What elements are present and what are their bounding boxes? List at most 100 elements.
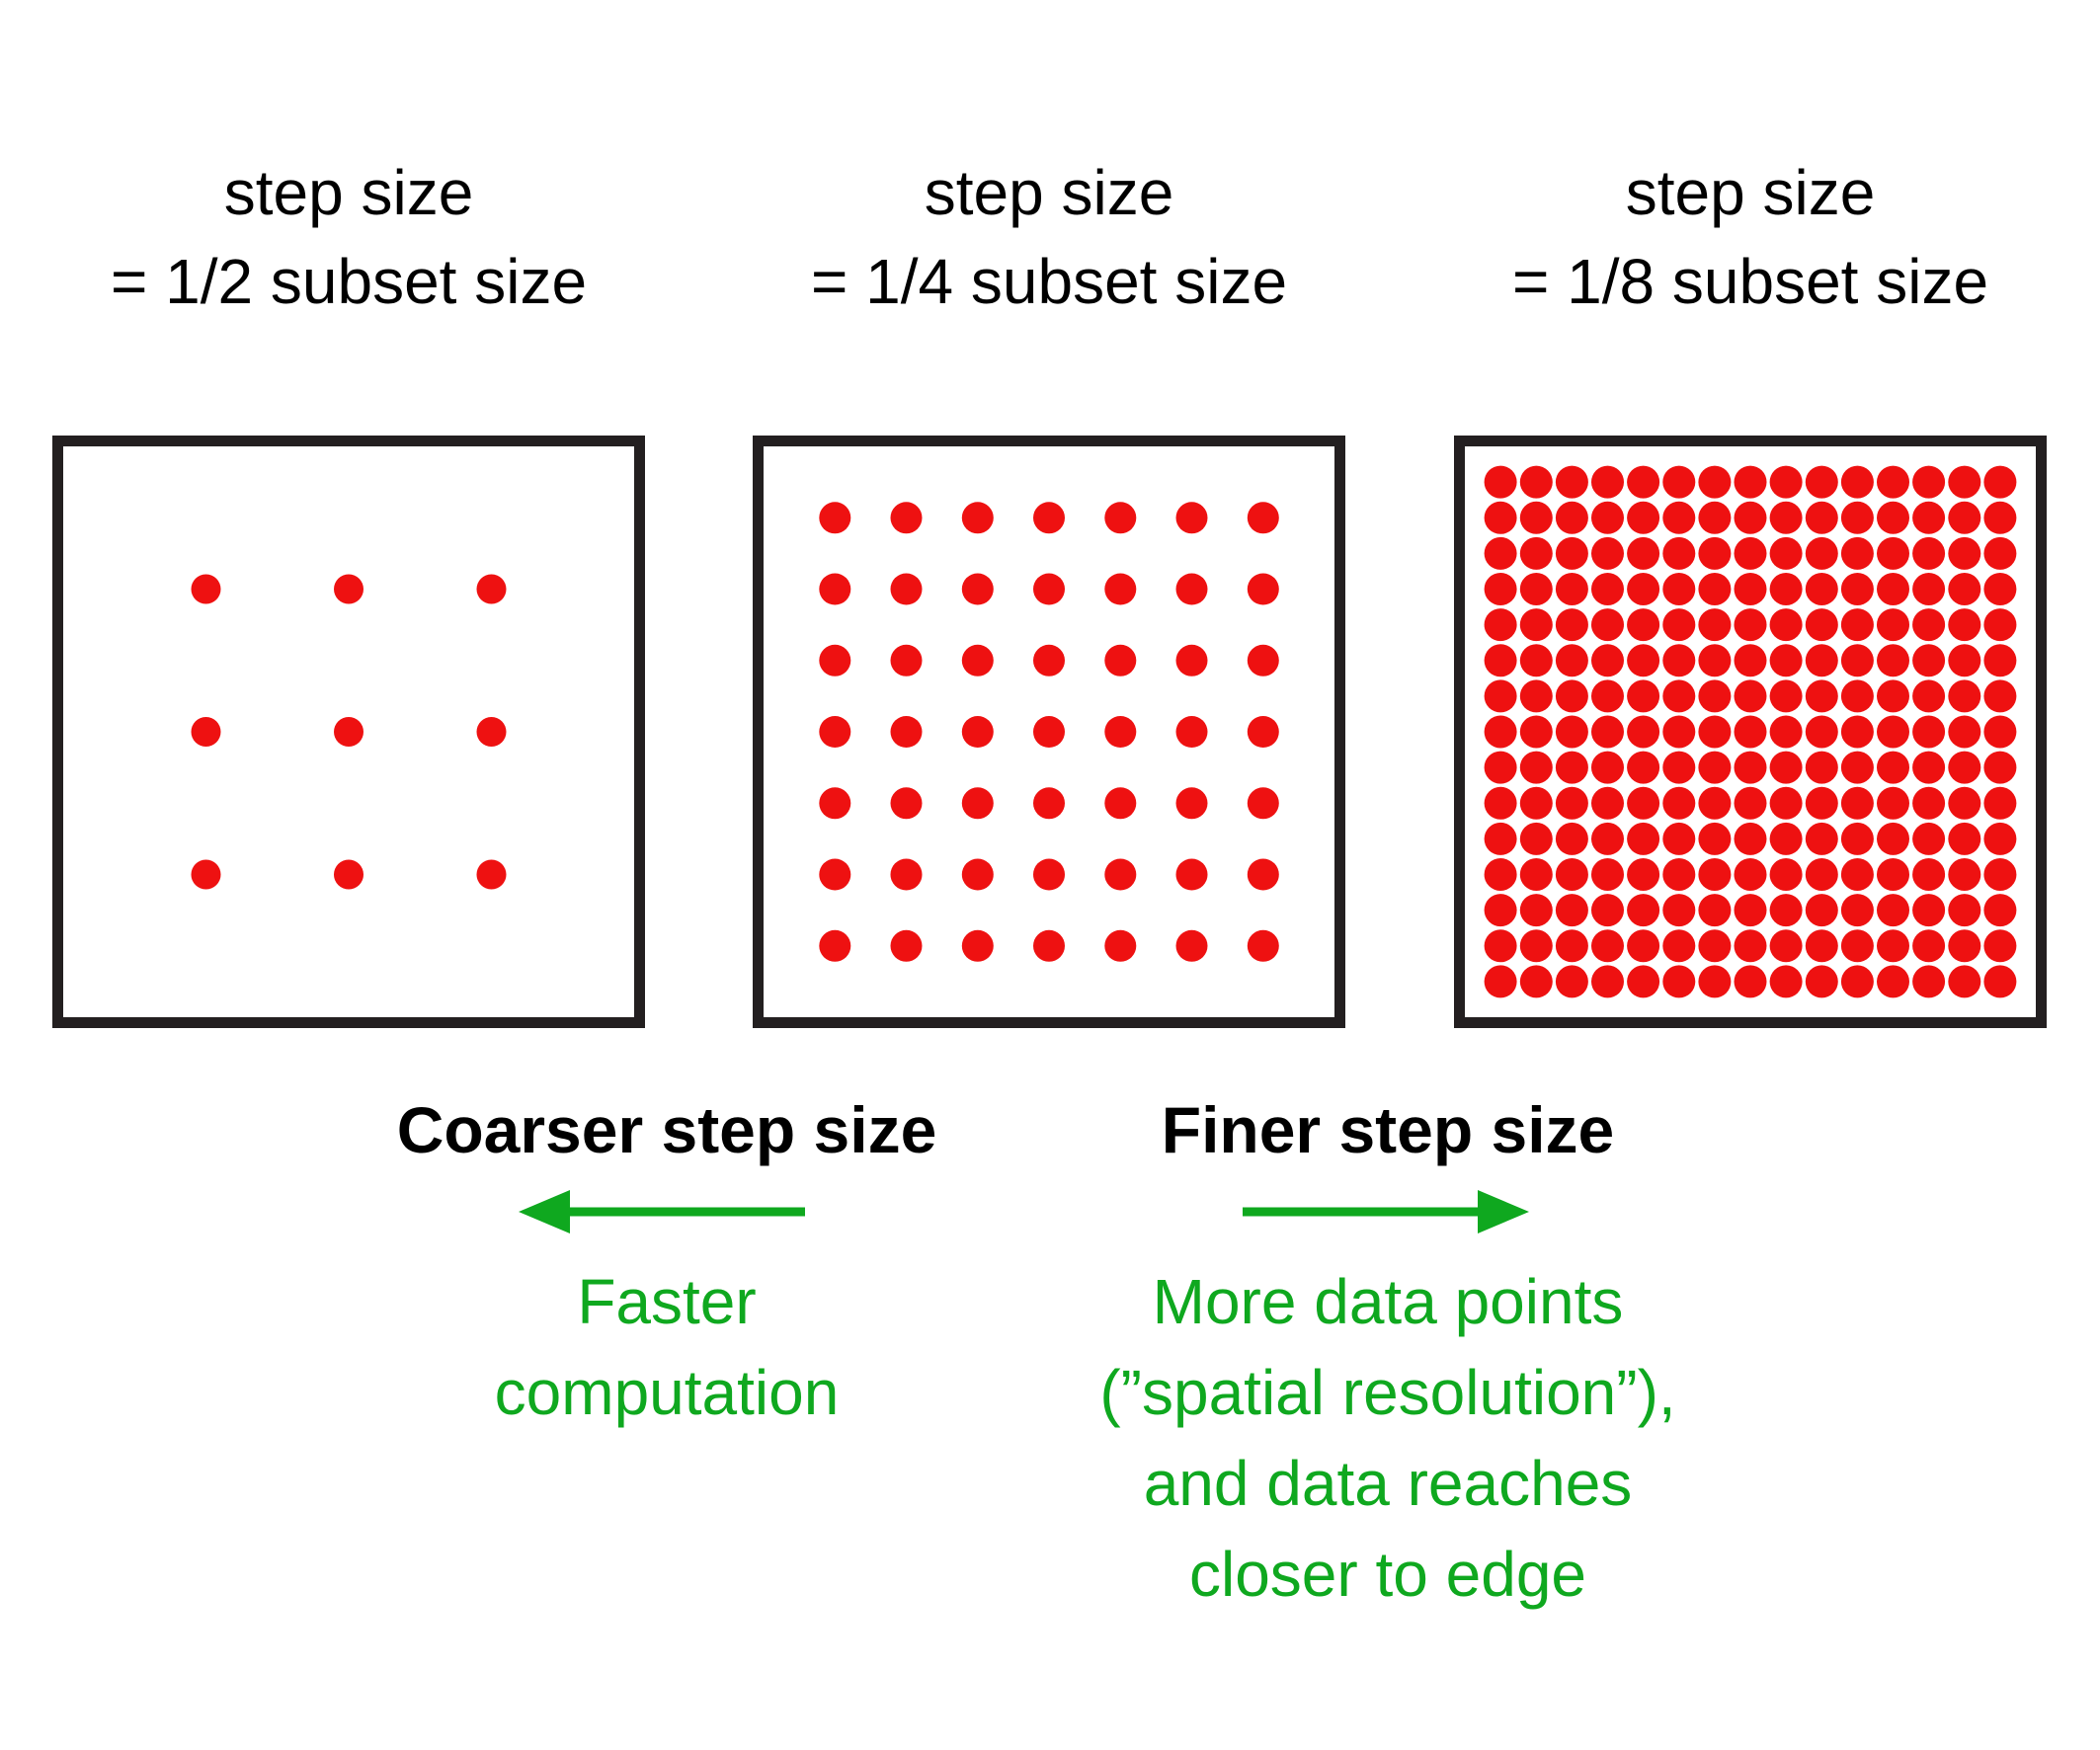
- measurement-dot: [890, 644, 923, 676]
- measurement-dot: [1912, 679, 1946, 713]
- measurement-dot: [1555, 786, 1588, 820]
- measurement-dot: [961, 644, 994, 676]
- measurement-dot: [1769, 786, 1803, 820]
- measurement-dot: [1948, 501, 1981, 534]
- measurement-dot: [819, 787, 851, 820]
- measurement-dot: [1769, 465, 1803, 499]
- finer-note-line3: and data reaches: [1143, 1448, 1633, 1519]
- measurement-dot: [1519, 786, 1553, 820]
- coarser-caption: Coarser step size: [396, 1093, 937, 1166]
- measurement-dot: [1627, 894, 1660, 927]
- panel-label-eighth: step size = 1/8 subset size: [1405, 148, 2096, 326]
- measurement-dot: [1912, 894, 1946, 927]
- measurement-dot: [1983, 929, 2017, 963]
- measurement-dot: [1698, 608, 1732, 642]
- measurement-dot: [1948, 715, 1981, 749]
- measurement-dot: [1662, 465, 1696, 499]
- finer-note-line4: closer to edge: [1188, 1539, 1587, 1610]
- right-arrow-icon: [1243, 1190, 1529, 1233]
- measurement-dot: [1627, 501, 1660, 534]
- measurement-dot: [1983, 608, 2017, 642]
- measurement-dot: [1519, 465, 1553, 499]
- measurement-dot: [1104, 644, 1137, 676]
- measurement-dot: [1555, 965, 1588, 998]
- measurement-dot: [1769, 751, 1803, 784]
- measurement-dot: [1734, 786, 1767, 820]
- measurement-dot: [819, 858, 851, 891]
- measurement-dot: [1805, 679, 1838, 713]
- measurement-dot: [1591, 608, 1624, 642]
- measurement-dot: [1519, 608, 1553, 642]
- measurement-dot: [1983, 965, 2017, 998]
- measurement-dot: [334, 859, 363, 890]
- measurement-dot: [1519, 894, 1553, 927]
- panel-label-line1: step size: [1625, 157, 1876, 228]
- measurement-dot: [1484, 679, 1517, 713]
- measurement-dot: [1247, 644, 1279, 676]
- measurement-dot: [1104, 502, 1137, 534]
- measurement-dot: [1912, 608, 1946, 642]
- measurement-dot: [1948, 573, 1981, 605]
- measurement-dot: [1698, 751, 1732, 784]
- measurement-dot: [1840, 573, 1874, 605]
- measurement-dot: [1805, 644, 1838, 677]
- measurement-dot: [1627, 715, 1660, 749]
- measurement-dot: [1555, 822, 1588, 855]
- measurement-dot: [819, 644, 851, 676]
- measurement-dot: [1627, 465, 1660, 499]
- measurement-dot: [191, 859, 221, 890]
- measurement-dot: [1769, 608, 1803, 642]
- measurement-dot: [1698, 894, 1732, 927]
- measurement-dot: [1840, 536, 1874, 570]
- measurement-dot: [1840, 715, 1874, 749]
- measurement-dot: [1484, 822, 1517, 855]
- measurement-dot: [1033, 716, 1065, 748]
- measurement-dot: [1805, 536, 1838, 570]
- measurement-dot: [1805, 465, 1838, 499]
- measurement-dot: [1840, 965, 1874, 998]
- measurement-dot: [1805, 894, 1838, 927]
- measurement-dot: [1662, 715, 1696, 749]
- measurement-dot: [1175, 858, 1208, 891]
- measurement-dot: [1769, 536, 1803, 570]
- measurement-dot: [1519, 858, 1553, 891]
- measurement-dot: [1734, 965, 1767, 998]
- measurement-dot: [1983, 536, 2017, 570]
- measurement-dot: [1104, 858, 1137, 891]
- measurement-dot: [1033, 573, 1065, 605]
- measurement-dot: [1769, 573, 1803, 605]
- measurement-dot: [1912, 465, 1946, 499]
- measurement-dot: [1555, 929, 1588, 963]
- measurement-dot: [1627, 679, 1660, 713]
- measurement-dot: [961, 858, 994, 891]
- measurement-dot: [1698, 929, 1732, 963]
- measurement-dot: [1519, 536, 1553, 570]
- measurement-dot: [1484, 965, 1517, 998]
- measurement-dot: [890, 929, 923, 962]
- measurement-dot: [819, 573, 851, 605]
- panel-label-line2: = 1/8 subset size: [1511, 246, 1989, 317]
- measurement-dot: [1734, 822, 1767, 855]
- measurement-dot: [1805, 751, 1838, 784]
- measurement-dot: [1519, 573, 1553, 605]
- measurement-dot: [1734, 536, 1767, 570]
- measurement-dot: [1033, 502, 1065, 534]
- measurement-dot: [1948, 751, 1981, 784]
- measurement-dot: [890, 858, 923, 891]
- measurement-dot: [1983, 573, 2017, 605]
- measurement-dot: [1662, 644, 1696, 677]
- measurement-dot: [1484, 786, 1517, 820]
- measurement-dot: [1519, 715, 1553, 749]
- measurement-dot: [961, 787, 994, 820]
- measurement-dot: [1484, 608, 1517, 642]
- measurement-dot: [1627, 536, 1660, 570]
- measurement-dot: [1484, 858, 1517, 891]
- measurement-dot: [334, 717, 363, 747]
- measurement-dot: [1484, 501, 1517, 534]
- measurement-dot: [1484, 573, 1517, 605]
- measurement-dot: [1877, 965, 1909, 998]
- measurement-dot: [1877, 929, 1909, 963]
- measurement-dot: [1175, 716, 1208, 748]
- measurement-dot: [1519, 501, 1553, 534]
- measurement-dot: [1555, 608, 1588, 642]
